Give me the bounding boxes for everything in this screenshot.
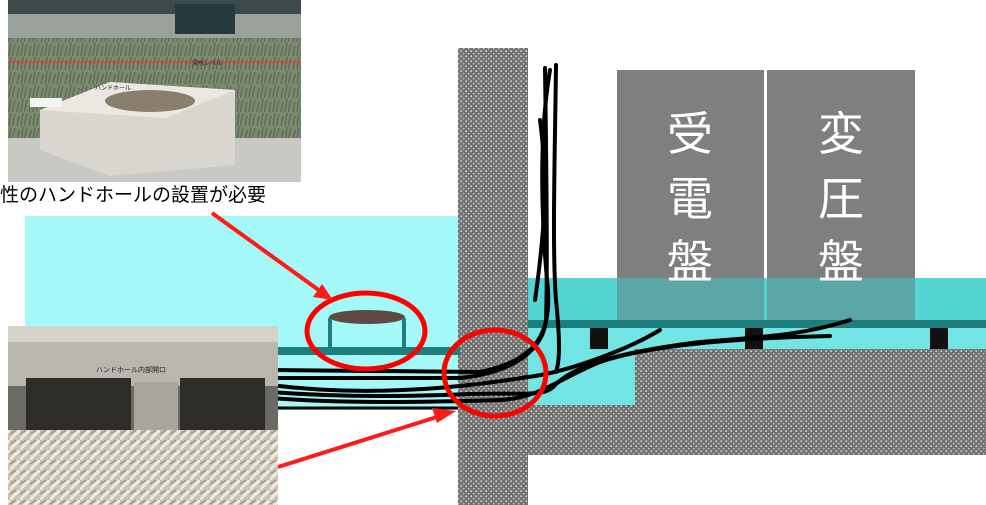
handhole-interior-photo: ハンドホール内部開口 — [8, 326, 278, 505]
handhole-photo-label: ハンドホール — [95, 85, 131, 92]
highlight-circle-handhole — [304, 290, 428, 372]
transformer-panel-char: 圧 — [818, 172, 864, 226]
building-wall — [458, 48, 528, 505]
transformer-panel-text: 変 圧 盤 — [818, 107, 864, 289]
receiving-panel-char: 盤 — [667, 235, 713, 289]
arrow-to-handhole — [210, 211, 333, 300]
receiving-panel-text: 受 電 盤 — [667, 107, 713, 289]
transformer-panel-char: 盤 — [818, 235, 864, 289]
ground-line — [270, 347, 460, 355]
flood-level-photo-label: 浸水レベル — [192, 59, 222, 67]
panel-floor-beam — [528, 320, 986, 328]
handhole — [328, 310, 406, 350]
transformer-panel-char: 変 — [818, 107, 864, 161]
handhole-caption: 性のハンドホールの設置が必要 — [0, 184, 267, 206]
raised-base — [635, 349, 986, 407]
flood-overlay — [528, 278, 986, 320]
floor-slab — [528, 405, 986, 455]
receiving-panel-char: 電 — [667, 172, 713, 226]
cable-bundle — [268, 63, 852, 404]
support-block — [930, 328, 948, 349]
handhole-opening-photo-label: ハンドホール内部開口 — [96, 365, 166, 374]
arrow-to-entry — [277, 408, 456, 469]
handhole-exterior-photo: ハンドホール 浸水レベル — [8, 0, 301, 182]
support-block — [590, 328, 608, 349]
receiving-panel-char: 受 — [667, 107, 713, 161]
highlight-circle-entry — [441, 327, 549, 419]
